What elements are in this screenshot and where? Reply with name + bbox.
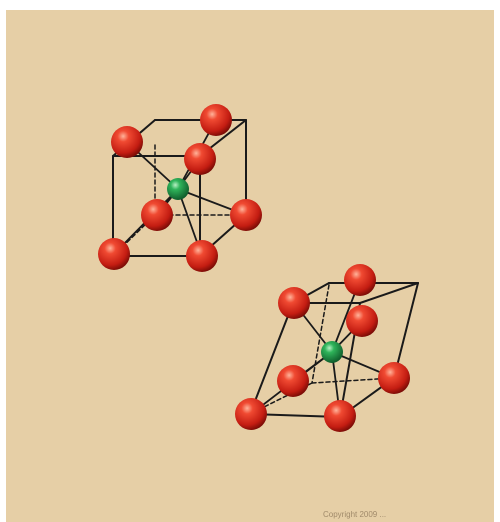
corner-atom	[184, 143, 216, 175]
rhombohedral-atoms	[235, 264, 410, 432]
hidden-edges	[112, 144, 247, 257]
center-atom	[321, 341, 343, 363]
corner-atom	[277, 365, 309, 397]
corner-atom	[344, 264, 376, 296]
cubic-atoms	[98, 104, 262, 272]
copyright-notice: Copyright 2009 ...	[323, 510, 387, 519]
corner-atom	[378, 362, 410, 394]
corner-atom	[111, 126, 143, 158]
corner-atom	[235, 398, 267, 430]
corner-atom	[346, 305, 378, 337]
center-atom	[167, 178, 189, 200]
corner-atom	[200, 104, 232, 136]
corner-atom	[278, 287, 310, 319]
corner-atom	[230, 199, 262, 231]
corner-atom	[98, 238, 130, 270]
corner-atom	[186, 240, 218, 272]
corner-atom	[141, 199, 173, 231]
corner-atom	[324, 400, 356, 432]
diagram-panel	[6, 10, 494, 522]
